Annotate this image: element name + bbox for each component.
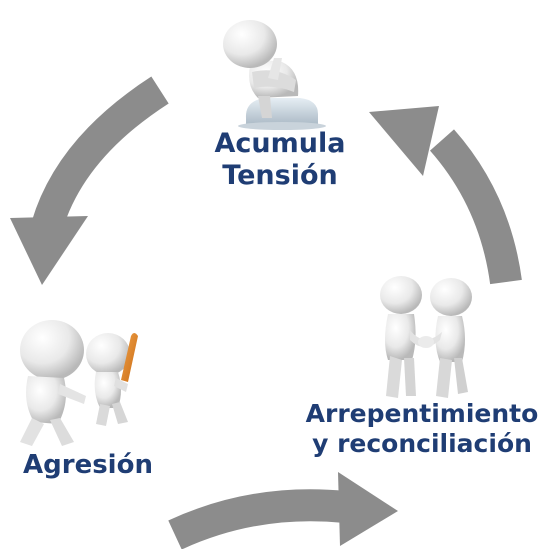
stage-label-aggression: Agresión	[8, 450, 168, 481]
arrow-top-left	[10, 76, 169, 285]
stage-label-aggression-line1: Agresión	[23, 450, 153, 480]
stage-label-tension-line1: Acumula	[214, 128, 346, 159]
arrow-right	[369, 106, 522, 285]
thinker-figure-icon	[223, 20, 326, 130]
stage-label-reconciliation: Arrepentimiento y reconciliación	[300, 399, 544, 459]
stage-label-tension-line2: Tensión	[222, 160, 338, 192]
aggression-figures-icon	[20, 320, 138, 446]
arrow-bottom	[168, 472, 398, 549]
stage-label-tension: Acumula Tensión	[206, 128, 354, 193]
handshake-figures-icon	[380, 276, 472, 398]
stage-label-reconciliation-line1: Arrepentimiento	[305, 399, 539, 428]
stage-label-reconciliation-line2: y reconciliación	[312, 429, 532, 458]
